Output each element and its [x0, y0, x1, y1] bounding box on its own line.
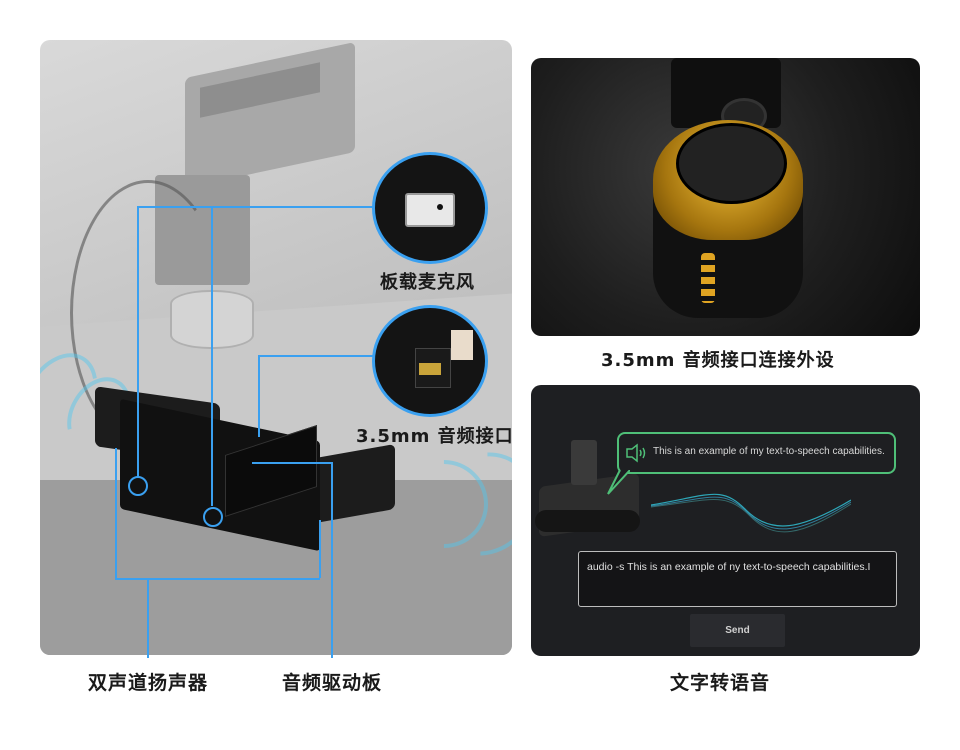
connector-white — [451, 330, 473, 360]
speech-bubble: This is an example of my text-to-speech … — [617, 432, 896, 474]
speaker-top-cap — [676, 123, 787, 204]
board-mic-marker-2 — [203, 507, 223, 527]
speaker-label-line — [147, 578, 149, 658]
callout-line-mic-h — [137, 206, 373, 208]
mic-callout-label: 板载麦克风 — [380, 272, 475, 293]
jack-gold-contact — [419, 363, 441, 375]
tts-caption: 文字转语音 — [670, 672, 771, 694]
mic-chip — [405, 193, 455, 227]
photo-caption: 3.5mm 音频接口连接外设 — [601, 350, 835, 371]
callout-line-mic-v2 — [211, 206, 213, 506]
tts-demo-panel — [531, 385, 920, 656]
cable — [70, 180, 226, 446]
driver-board-label: 音频驱动板 — [282, 672, 383, 694]
speech-bubble-tail — [607, 470, 630, 495]
robot-tracks — [535, 510, 640, 532]
speaker-bracket-left — [115, 448, 117, 578]
callout-line-jack-h — [258, 355, 373, 357]
jack-callout-label: 3.5mm 音频接口 — [356, 426, 514, 447]
sound-waveform — [651, 493, 851, 533]
speaker-bracket-bottom — [115, 578, 320, 580]
robot-camera — [571, 440, 597, 485]
send-button[interactable]: Send — [690, 614, 785, 647]
speaker-pogo-pins — [701, 253, 715, 303]
speaker-bracket-right — [319, 520, 321, 578]
audio-jack-closeup — [372, 305, 488, 417]
speech-bubble-text: This is an example of my text-to-speech … — [653, 446, 885, 457]
speaker-photo — [531, 58, 920, 336]
callout-line-jack-v — [258, 355, 260, 437]
speakers-label: 双声道扬声器 — [88, 672, 209, 694]
board-mic-marker-1 — [128, 476, 148, 496]
tts-command-input[interactable]: audio -s This is an example of ny text-t… — [578, 551, 897, 607]
mic-hole — [437, 204, 443, 210]
driver-board-line-h — [252, 462, 332, 464]
speaker-volume-icon — [626, 443, 646, 463]
mic-closeup — [372, 152, 488, 264]
callout-line-mic-v1 — [137, 206, 139, 478]
driver-board-line-v — [331, 462, 333, 658]
